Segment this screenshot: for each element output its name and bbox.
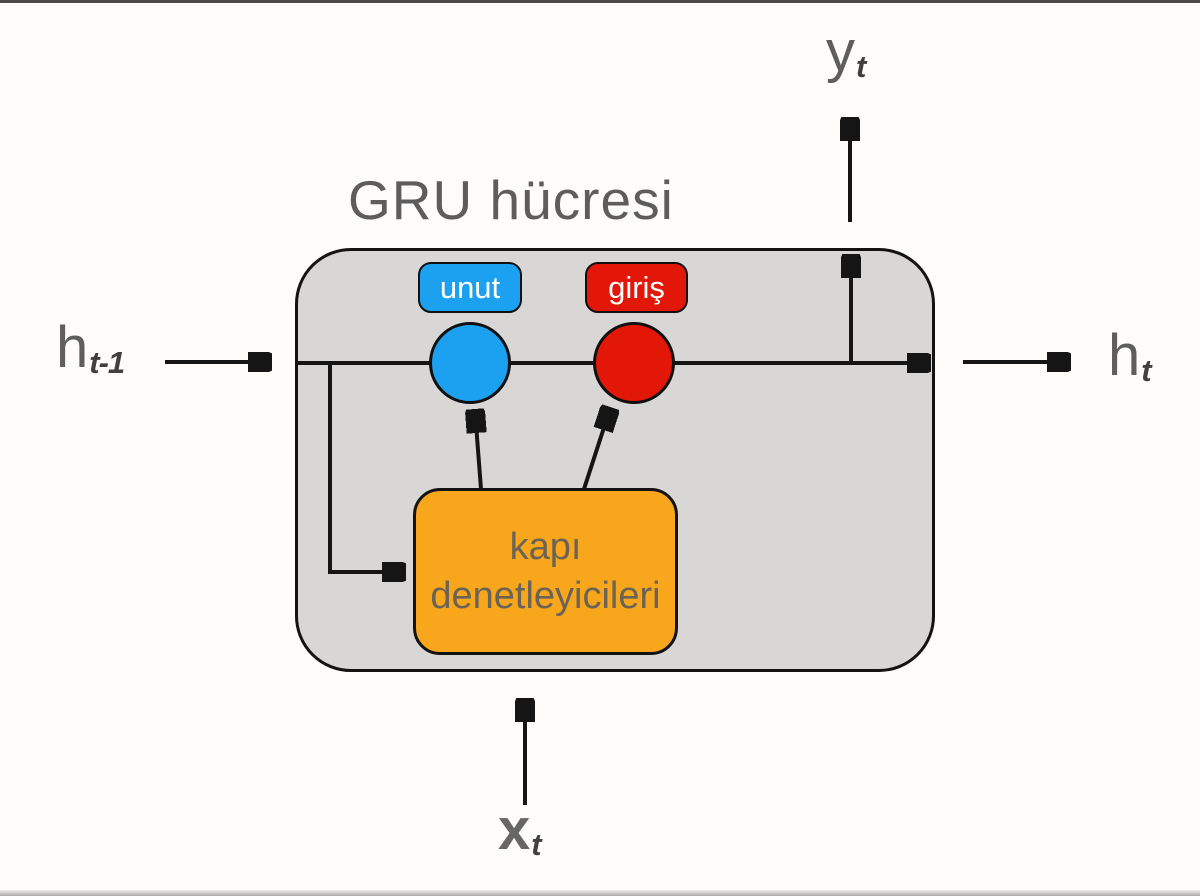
input-gate-node: [593, 322, 675, 404]
input-gate-badge: giriş: [585, 262, 688, 313]
gate-controllers-box: kapı denetleyicileri: [413, 488, 678, 655]
bottom-border-strip: [0, 890, 1200, 896]
input-sub: t: [531, 827, 541, 862]
forget-gate-badge: unut: [418, 262, 522, 313]
prev-hidden-main: h: [56, 315, 89, 380]
hidden-out-sub: t: [1141, 353, 1151, 388]
prev-hidden-sub: t-1: [89, 345, 125, 380]
output-sub: t: [856, 49, 866, 84]
gate-controllers-label-line1: kapı: [509, 525, 582, 568]
output-main: y: [826, 19, 855, 84]
gate-controllers-label-line2: denetleyicileri: [430, 574, 661, 617]
diagram-title: GRU hücresi: [348, 169, 674, 231]
prev-hidden-label: ht-1: [56, 314, 125, 381]
input-label: xt: [498, 796, 542, 863]
forget-gate-node: [429, 322, 511, 404]
input-gate-badge-label: giriş: [608, 269, 665, 305]
hidden-out-main: h: [1108, 323, 1141, 388]
output-label: yt: [826, 18, 866, 85]
hidden-out-label: ht: [1108, 322, 1152, 389]
top-border-strip: [0, 0, 1200, 3]
input-main: x: [498, 797, 531, 862]
forget-gate-badge-label: unut: [439, 269, 501, 305]
